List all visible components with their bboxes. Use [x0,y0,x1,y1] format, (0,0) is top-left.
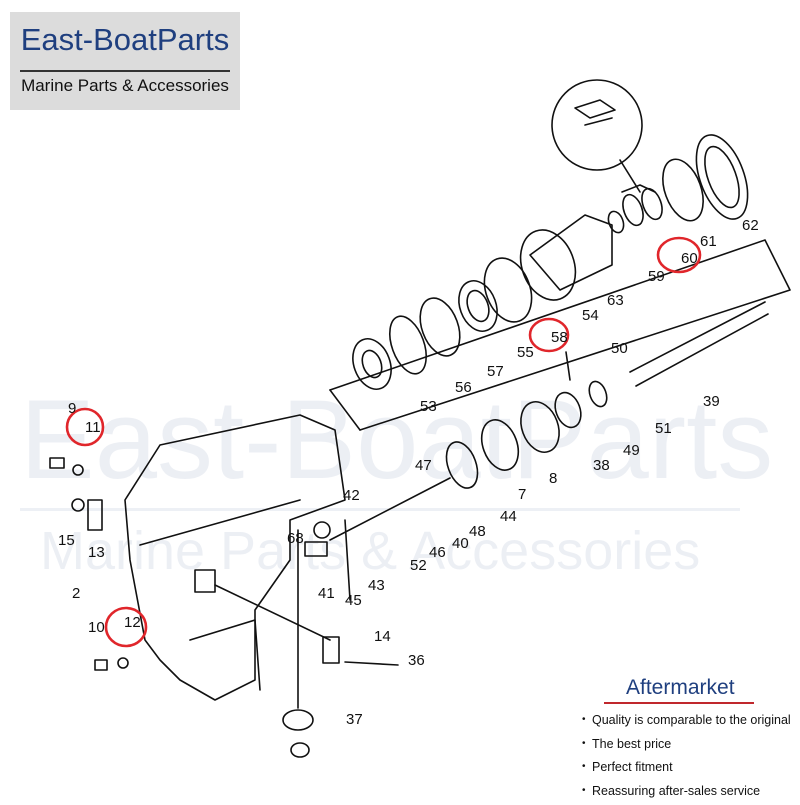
part-label-9: 9 [68,400,76,417]
part-62-inner [698,142,746,212]
part-label-39: 39 [703,393,720,410]
part-label-45: 45 [345,592,362,609]
detail-callout-circle [552,80,642,170]
part-55-bearing [452,275,504,336]
part-61-ring [655,154,711,226]
part-58-o-ring [476,251,540,328]
part-38-gear [514,396,566,457]
feature-item: The best price [582,735,791,759]
part-label-15: 15 [58,532,75,549]
part-label-11: 11 [85,419,101,436]
part-label-8: 8 [549,470,557,487]
part-2-case-seam [140,500,300,545]
part-label-68: 68 [287,530,304,547]
part-label-51: 51 [655,420,672,437]
part-label-48: 48 [469,523,486,540]
part-label-46: 46 [429,544,446,561]
part-12-plate [323,637,339,663]
detail-callout-clip [575,100,615,125]
part-label-10: 10 [88,619,105,636]
part-label-63: 63 [607,292,624,309]
part-label-47: 47 [415,457,432,474]
part-label-38: 38 [593,457,610,474]
part-59-bearing [606,209,627,234]
part-label-56: 56 [455,379,472,396]
part-label-59: 59 [648,268,665,285]
part-label-36: 36 [408,652,425,669]
part-label-54: 54 [582,307,599,324]
part-41-plunger [305,542,327,556]
part-37-nut [291,743,309,757]
part-label-55: 55 [517,344,534,361]
part-11-washer-upper [73,465,83,475]
exploded-frame-edge [330,390,360,430]
feature-item: Reassuring after-sales service [582,782,791,805]
part-label-2: 2 [72,585,80,602]
part-label-61: 61 [700,233,717,250]
part-label-14: 14 [374,628,391,645]
part-label-52: 52 [410,557,427,574]
part-51-spring [586,379,610,409]
detail-callout-leader [620,160,640,192]
feature-item: Perfect fitment [582,758,791,782]
feature-list: Quality is comparable to the original Th… [582,711,791,805]
part-50-pin [566,352,570,380]
part-label-13: 13 [88,544,105,561]
part-label-43: 43 [368,577,385,594]
part-10-bolt [95,660,107,670]
part-49-clutch [551,389,586,431]
part-label-40: 40 [452,535,469,552]
part-9-bolt [50,458,64,468]
part-55-inner [463,288,493,325]
part-39-shaft-top [630,302,765,372]
part-39-shaft-bottom [636,314,768,386]
part-15-nut [72,499,84,511]
part-8-bearing [475,415,525,475]
part-label-37: 37 [346,711,363,728]
aftermarket-title: Aftermarket [626,676,735,700]
part-label-7: 7 [518,486,526,503]
part-13-anode [88,500,102,530]
part-2-skeg [190,620,260,690]
part-36-gear [283,710,313,730]
aftermarket-underline [604,702,754,704]
part-2-lower-case [125,415,345,700]
part-label-50: 50 [611,340,628,357]
part-2-leader [215,585,330,640]
part-label-53: 53 [420,398,437,415]
part-45-rod [345,520,350,600]
part-label-58: 58 [551,329,568,346]
part-54-flange [511,222,584,307]
part-68-cap [314,522,330,538]
part-label-60: 60 [681,250,698,267]
feature-item: Quality is comparable to the original [582,711,791,735]
part-label-44: 44 [500,508,517,525]
part-11-washer-lower [118,658,128,668]
part-label-42: 42 [343,487,360,504]
part-7-shim [441,438,484,493]
part-label-41: 41 [318,585,335,602]
part-label-62: 62 [742,217,759,234]
part-label-12: 12 [124,614,141,631]
part-label-49: 49 [623,442,640,459]
part-label-57: 57 [487,363,504,380]
part-14-screw [345,662,398,665]
part-2-plate [195,570,215,592]
